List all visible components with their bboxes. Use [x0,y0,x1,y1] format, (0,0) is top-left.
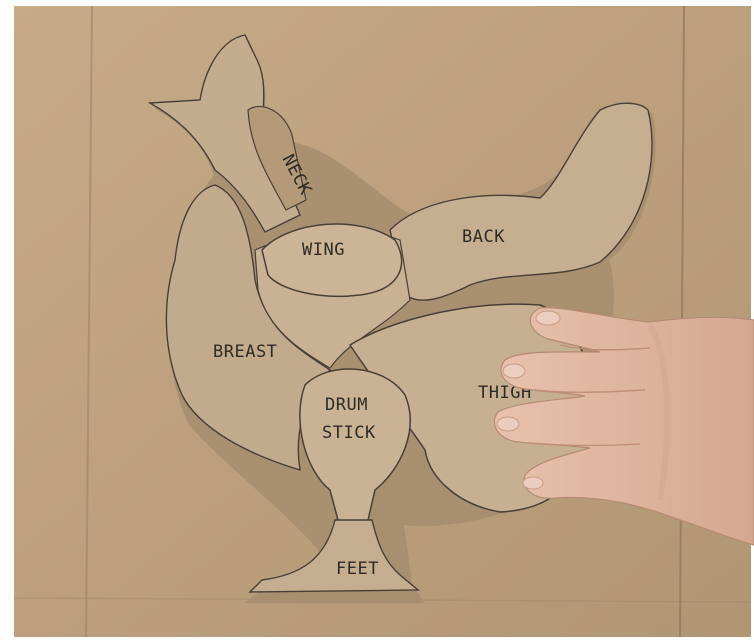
nail-index [536,311,560,325]
nail-little [523,477,543,489]
wing-piece [262,224,402,296]
label-back: BACK [462,227,505,247]
label-wing: WING [302,240,345,260]
label-breast: BREAST [213,342,277,362]
label-feet: FEET [336,559,379,579]
nail-middle [503,364,525,378]
nail-ring [497,417,519,431]
label-drumstick-line1: DRUM [325,395,368,415]
label-drumstick-line2: STICK [322,423,376,443]
